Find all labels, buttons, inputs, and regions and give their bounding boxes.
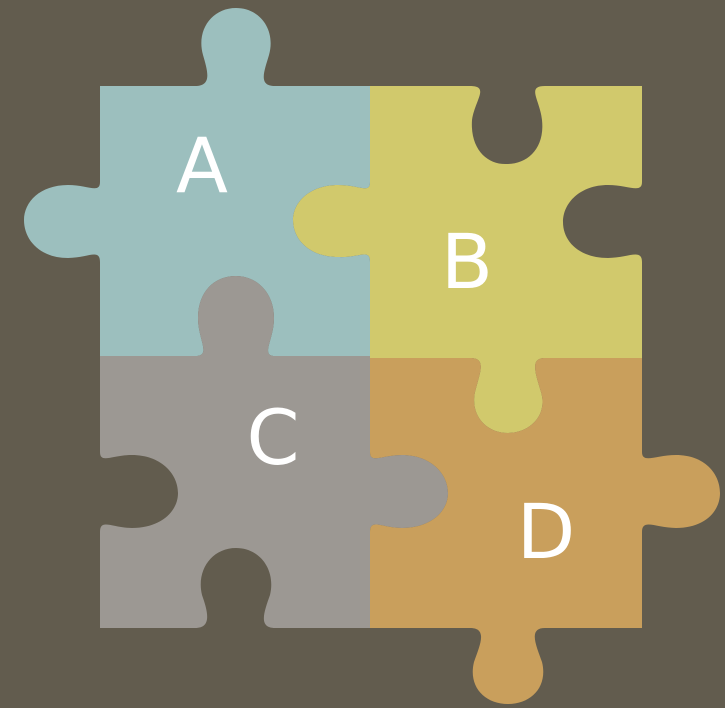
piece-b-label: B (441, 217, 493, 306)
piece-a-label: A (176, 121, 228, 210)
piece-c-label: C (246, 393, 299, 482)
piece-d-label: D (517, 487, 576, 576)
